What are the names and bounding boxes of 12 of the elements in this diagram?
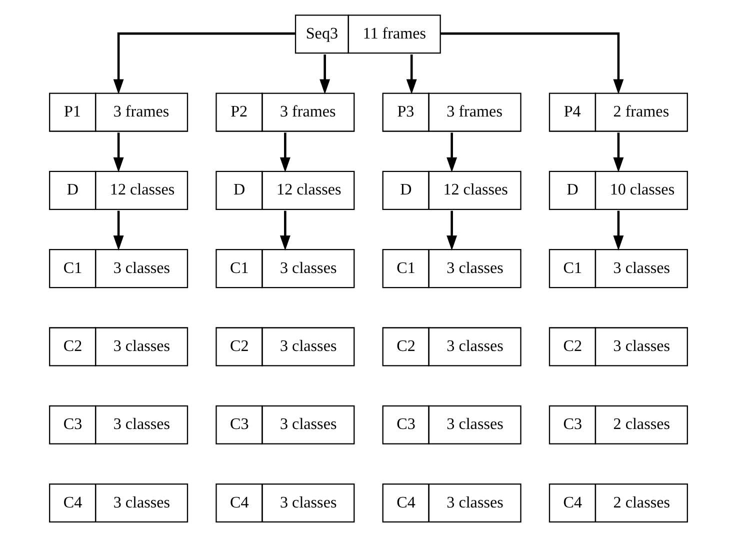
arrow (112, 132, 124, 172)
arrow (446, 132, 457, 172)
arrow (112, 210, 124, 250)
arrow (319, 54, 330, 94)
arrow (279, 132, 290, 172)
arrow (612, 210, 624, 250)
arrow (612, 132, 624, 172)
arrow (112, 32, 295, 94)
arrow (279, 210, 290, 250)
arrow (406, 54, 416, 94)
arrow (440, 32, 624, 94)
arrow (446, 210, 457, 250)
